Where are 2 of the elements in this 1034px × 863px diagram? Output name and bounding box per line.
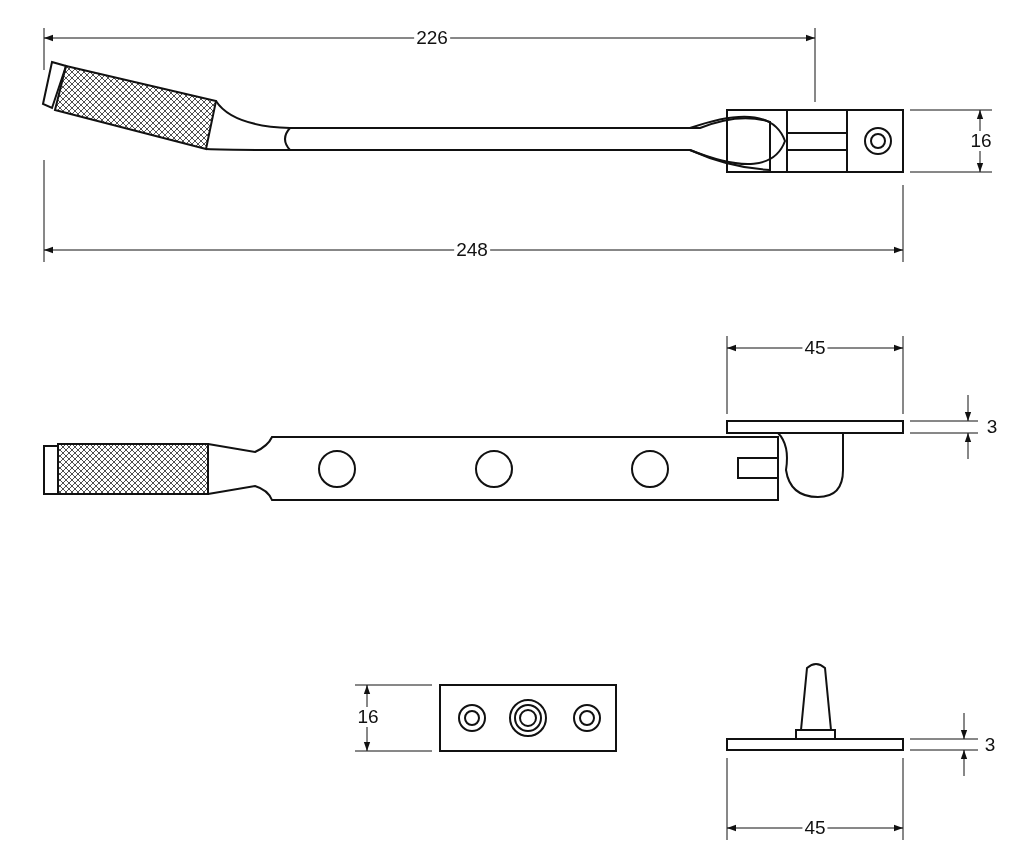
- dimension-label: 16: [968, 131, 994, 151]
- dimension-label: 16: [355, 707, 381, 727]
